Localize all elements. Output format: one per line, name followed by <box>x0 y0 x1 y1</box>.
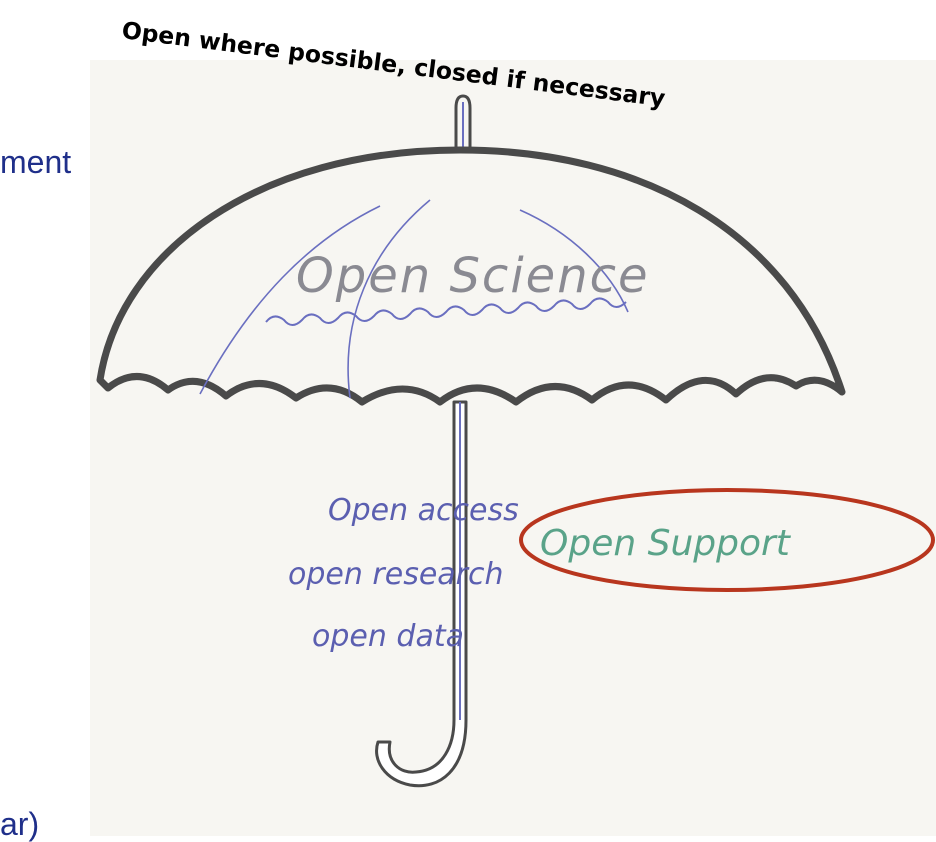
highlight-label-open-support: Open Support <box>540 523 792 564</box>
canopy-rib-right <box>519 209 629 313</box>
canopy-rib-center <box>347 199 431 399</box>
umbrella-canopy <box>96 146 846 406</box>
handle-label-open-access: Open access <box>328 493 519 528</box>
sketch-background <box>90 60 936 836</box>
umbrella-handle <box>375 400 468 788</box>
slide-text-fragment-top: ment <box>0 144 72 180</box>
canopy-label-underline <box>265 297 627 326</box>
canopy-label: Open Science <box>296 248 650 304</box>
handle-label-open-research: open research <box>288 557 504 592</box>
highlight-ring <box>519 488 935 592</box>
handle-label-open-data: open data <box>312 619 464 654</box>
canopy-rib-left <box>199 205 381 395</box>
umbrella-tip <box>454 94 472 152</box>
slide-text-fragment-bottom: ar) <box>0 806 40 842</box>
